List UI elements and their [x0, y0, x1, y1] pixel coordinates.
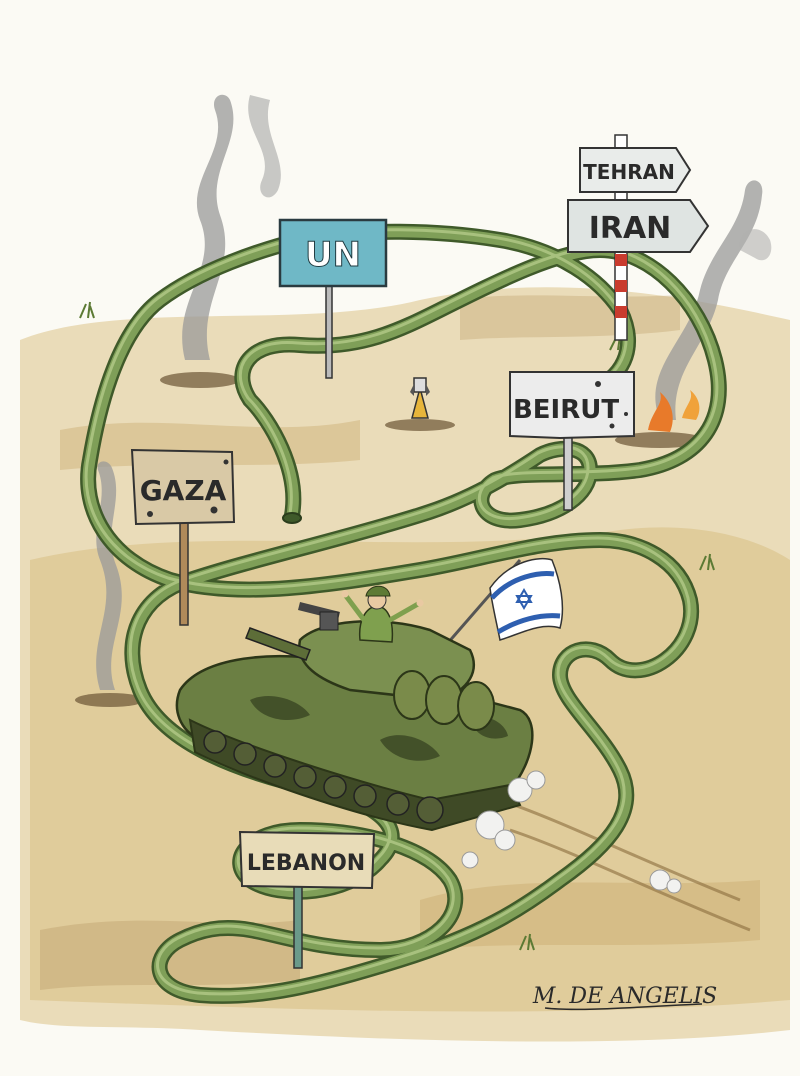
- tehran-sign-label: TEHRAN: [583, 160, 675, 184]
- beirut-sign-board: [509, 371, 635, 440]
- lebanon-sign-board: [238, 830, 376, 890]
- iran-sign-label: IRAN: [589, 211, 672, 246]
- star-of-david-flag-icon: [438, 557, 564, 653]
- beirut-sign-label: BEIRUT: [513, 395, 619, 425]
- smoke-plume-icon: [655, 180, 772, 420]
- gaza-signpost: GAZA: [130, 448, 236, 626]
- signature-underline: [544, 1003, 703, 1011]
- rocket-icon: [410, 377, 430, 419]
- gaza-sign-label: GAZA: [140, 474, 227, 507]
- beirut-signpost: BEIRUT: [509, 371, 635, 511]
- gaza-sign-board: [130, 448, 236, 526]
- un-sign-board: [278, 218, 388, 288]
- iran-signpost: TEHRAN IRAN: [567, 134, 710, 341]
- fire-icon: [648, 390, 700, 432]
- dust-puffs: [461, 770, 682, 894]
- tehran-sign-board: [579, 147, 692, 193]
- tangled-hose: [80, 223, 727, 1004]
- un-signpost: UN: [278, 218, 388, 379]
- lebanon-sign-label: LEBANON: [247, 851, 365, 876]
- hose-open-end: [282, 512, 302, 524]
- tank-icon: [175, 585, 534, 832]
- un-sign-label: UN: [305, 235, 361, 275]
- rubble: [75, 372, 705, 707]
- iran-sign-board: [567, 199, 710, 253]
- soldier: [341, 585, 424, 643]
- smoke-plume-icon: [182, 94, 281, 360]
- lebanon-signpost: LEBANON: [238, 830, 376, 969]
